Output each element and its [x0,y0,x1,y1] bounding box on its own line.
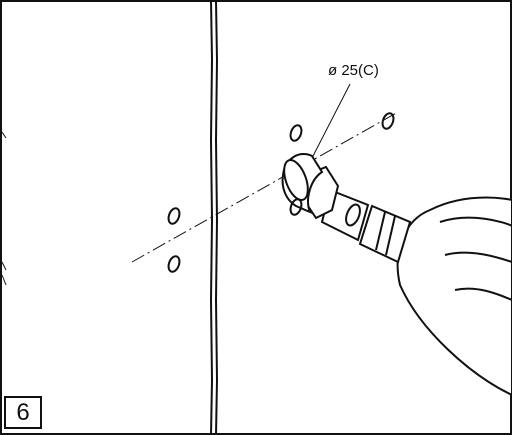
edge-mark [1,261,7,271]
hole-mark [289,198,303,216]
hole-mark [381,112,395,130]
edge-mark [1,131,7,139]
hole-mark [289,124,303,142]
step-number: 6 [16,398,30,426]
edge-mark [1,274,7,286]
hole-mark [167,207,181,225]
hole-mark [167,255,181,273]
hole-marks [167,112,395,273]
callout-label: ø 25(C) [328,62,379,79]
drill-icon [281,153,512,397]
panel-divider [209,0,219,435]
step-number-box: 6 [4,396,42,429]
callout-leader [311,83,351,159]
center-line [131,111,399,263]
